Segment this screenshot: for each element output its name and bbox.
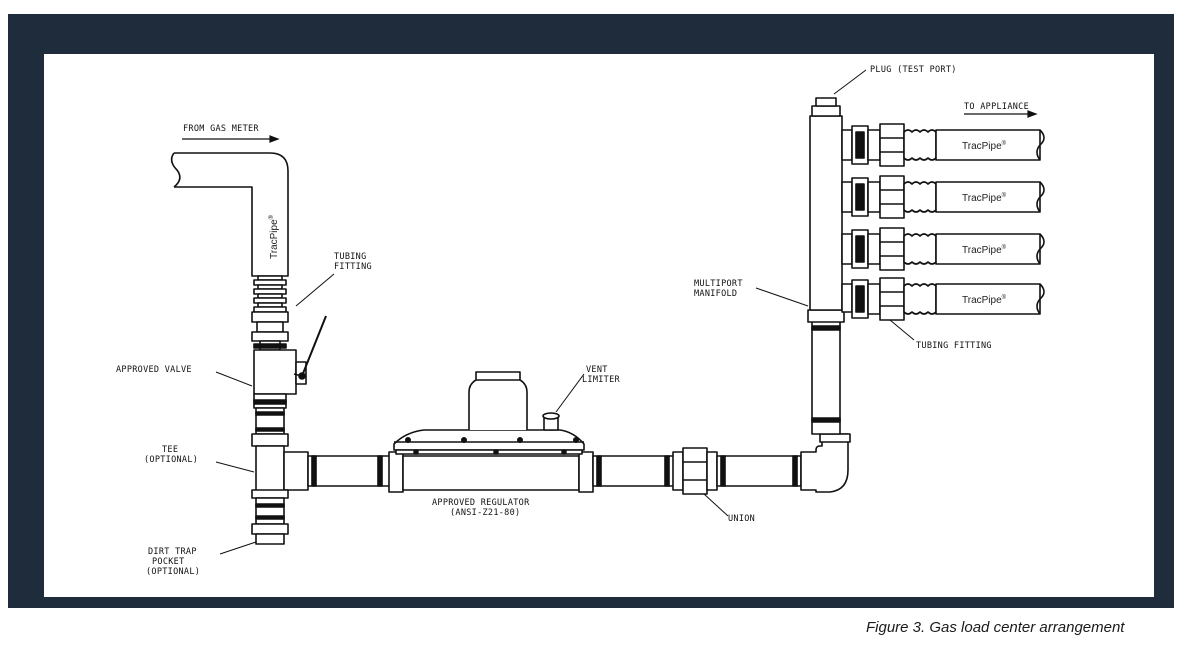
- outlet-branch-2: [851, 175, 1045, 219]
- label-tee-line1: TEE: [162, 445, 178, 455]
- label-tubing-fitting-line2: FITTING: [334, 262, 372, 272]
- regulator-to-union-pipe: [592, 455, 676, 487]
- outlet-1-tracpipe-label: TracPipe®: [962, 140, 1007, 152]
- dirt-trap-pocket: [251, 497, 289, 545]
- tee-fitting: [251, 433, 309, 499]
- outlet-3-tracpipe-label: TracPipe®: [962, 244, 1007, 256]
- label-multiport-line2: MANIFOLD: [694, 289, 737, 299]
- label-tubing-fitting-line1: TUBING: [334, 252, 367, 262]
- leader-lines: [215, 69, 915, 555]
- label-from-gas-meter: FROM GAS METER: [183, 124, 259, 134]
- label-tubing-fitting-right: TUBING FITTING: [916, 341, 992, 351]
- inlet-arrow-head: [269, 135, 280, 143]
- approved-valve: [253, 315, 327, 409]
- label-vent-limiter-line2: LIMITER: [582, 375, 621, 385]
- diagram-frame: TracPipe®: [8, 14, 1174, 608]
- label-dirt-trap-line3: (OPTIONAL): [146, 567, 200, 577]
- label-approved-valve: APPROVED VALVE: [116, 365, 192, 375]
- label-plug-test-port: PLUG (TEST PORT): [870, 65, 957, 75]
- label-approved-regulator-line1: APPROVED REGULATOR: [432, 498, 530, 508]
- gas-piping-diagram: TracPipe®: [116, 65, 1045, 577]
- multiport-manifold: [809, 97, 853, 313]
- union-to-elbow-pipe: [716, 455, 802, 487]
- inlet-tubing-fitting: [251, 311, 289, 342]
- union-fitting: [672, 447, 718, 495]
- riser-pipe: [807, 309, 845, 435]
- outlet-branch-3: [851, 227, 1045, 271]
- tee-to-regulator-pipe: [307, 455, 391, 487]
- outlet-branch-4: [851, 277, 1045, 321]
- label-dirt-trap-line2: POCKET: [152, 557, 185, 567]
- approved-regulator: [388, 371, 594, 493]
- label-vent-limiter-line1: VENT: [586, 365, 608, 375]
- label-dirt-trap-line1: DIRT TRAP: [148, 547, 197, 557]
- diagram-panel: TracPipe®: [44, 54, 1154, 597]
- outlet-arrow-head: [1027, 110, 1038, 118]
- inlet-tracpipe-label: TracPipe®: [268, 214, 280, 259]
- label-multiport-line1: MULTIPORT: [694, 279, 743, 289]
- outlet-2-tracpipe-label: TracPipe®: [962, 192, 1007, 204]
- outlet-branch-1: [851, 123, 1045, 167]
- label-tee-line2: (OPTIONAL): [144, 455, 198, 465]
- label-to-appliance: TO APPLIANCE: [964, 102, 1029, 112]
- outlet-4-tracpipe-label: TracPipe®: [962, 294, 1007, 306]
- valve-to-tee-pipe: [255, 407, 285, 435]
- label-approved-regulator-line2: (ANSI-Z21-80): [450, 508, 520, 518]
- flow-arrows: [182, 110, 1038, 143]
- figure-caption: Figure 3. Gas load center arrangement: [866, 619, 1125, 636]
- valve-thread-top: [253, 343, 287, 349]
- label-union: UNION: [728, 514, 755, 524]
- inlet-corrugation: [253, 275, 287, 313]
- elbow-fitting: [800, 433, 851, 493]
